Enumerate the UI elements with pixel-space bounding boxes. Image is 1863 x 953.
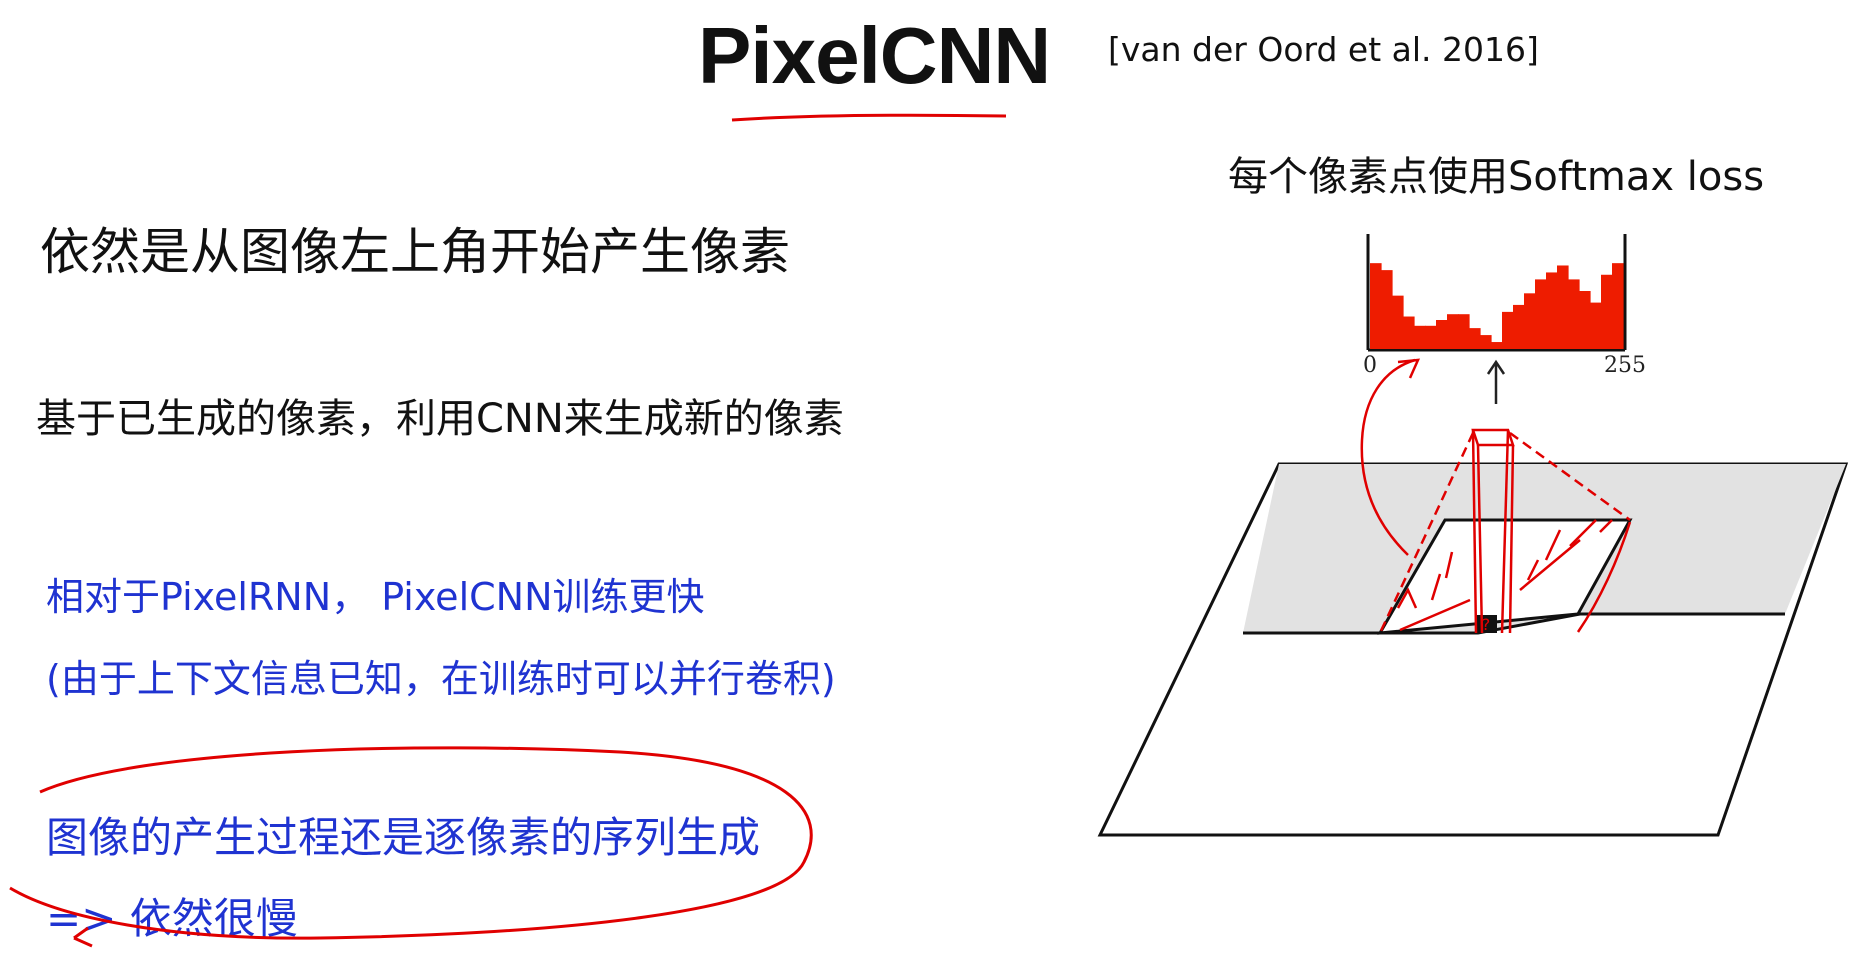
histogram-bar: [1403, 316, 1415, 349]
histogram-bar: [1425, 325, 1437, 349]
histogram-bar: [1557, 265, 1569, 349]
bullet-faster-training: 相对于PixelRNN， PixelCNN训练更快: [46, 575, 705, 619]
title-underline: [731, 113, 1007, 122]
histogram-bar: [1458, 314, 1470, 349]
histogram-bar: [1491, 342, 1503, 349]
slide-title: PixelCNN: [698, 11, 1051, 100]
softmax-histogram: [1370, 263, 1624, 349]
current-pixel-label: ?: [1482, 615, 1491, 634]
bullet-generation-order: 依然是从图像左上角开始产生像素: [40, 223, 790, 281]
histogram-bar: [1612, 263, 1624, 349]
receptive-field: [1377, 518, 1633, 635]
bullet-parallel-convolution: (由于上下文信息已知，在训练时可以并行卷积): [46, 657, 836, 701]
histogram-bar: [1590, 302, 1602, 349]
histogram-bar: [1370, 263, 1382, 349]
bullet-sequential-generation: 图像的产生过程还是逐像素的序列生成: [46, 813, 761, 862]
histogram-bar: [1546, 272, 1558, 349]
citation: [van der Oord et al. 2016]: [1108, 30, 1539, 69]
histogram-start-label: 0: [1363, 353, 1377, 378]
annotation-ellipse: [9, 746, 813, 940]
histogram-axes: [1366, 234, 1627, 352]
up-arrow-icon: [1486, 359, 1506, 404]
annotation-scribbles: [1360, 358, 1632, 633]
annotation-ellipse-tail: [73, 926, 93, 948]
histogram-bar: [1524, 293, 1536, 349]
histogram-bar: [1502, 311, 1514, 349]
histogram-bar: [1480, 335, 1492, 349]
histogram-bar: [1579, 291, 1591, 349]
softmax-caption: 每个像素点使用Softmax loss: [1228, 154, 1765, 200]
histogram-bar: [1414, 325, 1426, 349]
histogram-bar: [1513, 304, 1525, 349]
projection-lines: [1378, 428, 1631, 634]
histogram-bar: [1447, 314, 1459, 349]
histogram-bar: [1436, 320, 1448, 349]
histogram-bar: [1535, 279, 1547, 349]
histogram-bar: [1469, 328, 1481, 349]
bullet-cnn-generation: 基于已生成的像素，利用CNN来生成新的像素: [36, 396, 844, 442]
plane-divider: [1243, 612, 1785, 635]
histogram-bar: [1601, 274, 1613, 349]
histogram-bar: [1568, 279, 1580, 349]
histogram-bar: [1381, 270, 1393, 349]
histogram-end-label: 255: [1604, 353, 1646, 378]
histogram-bar: [1392, 295, 1404, 349]
